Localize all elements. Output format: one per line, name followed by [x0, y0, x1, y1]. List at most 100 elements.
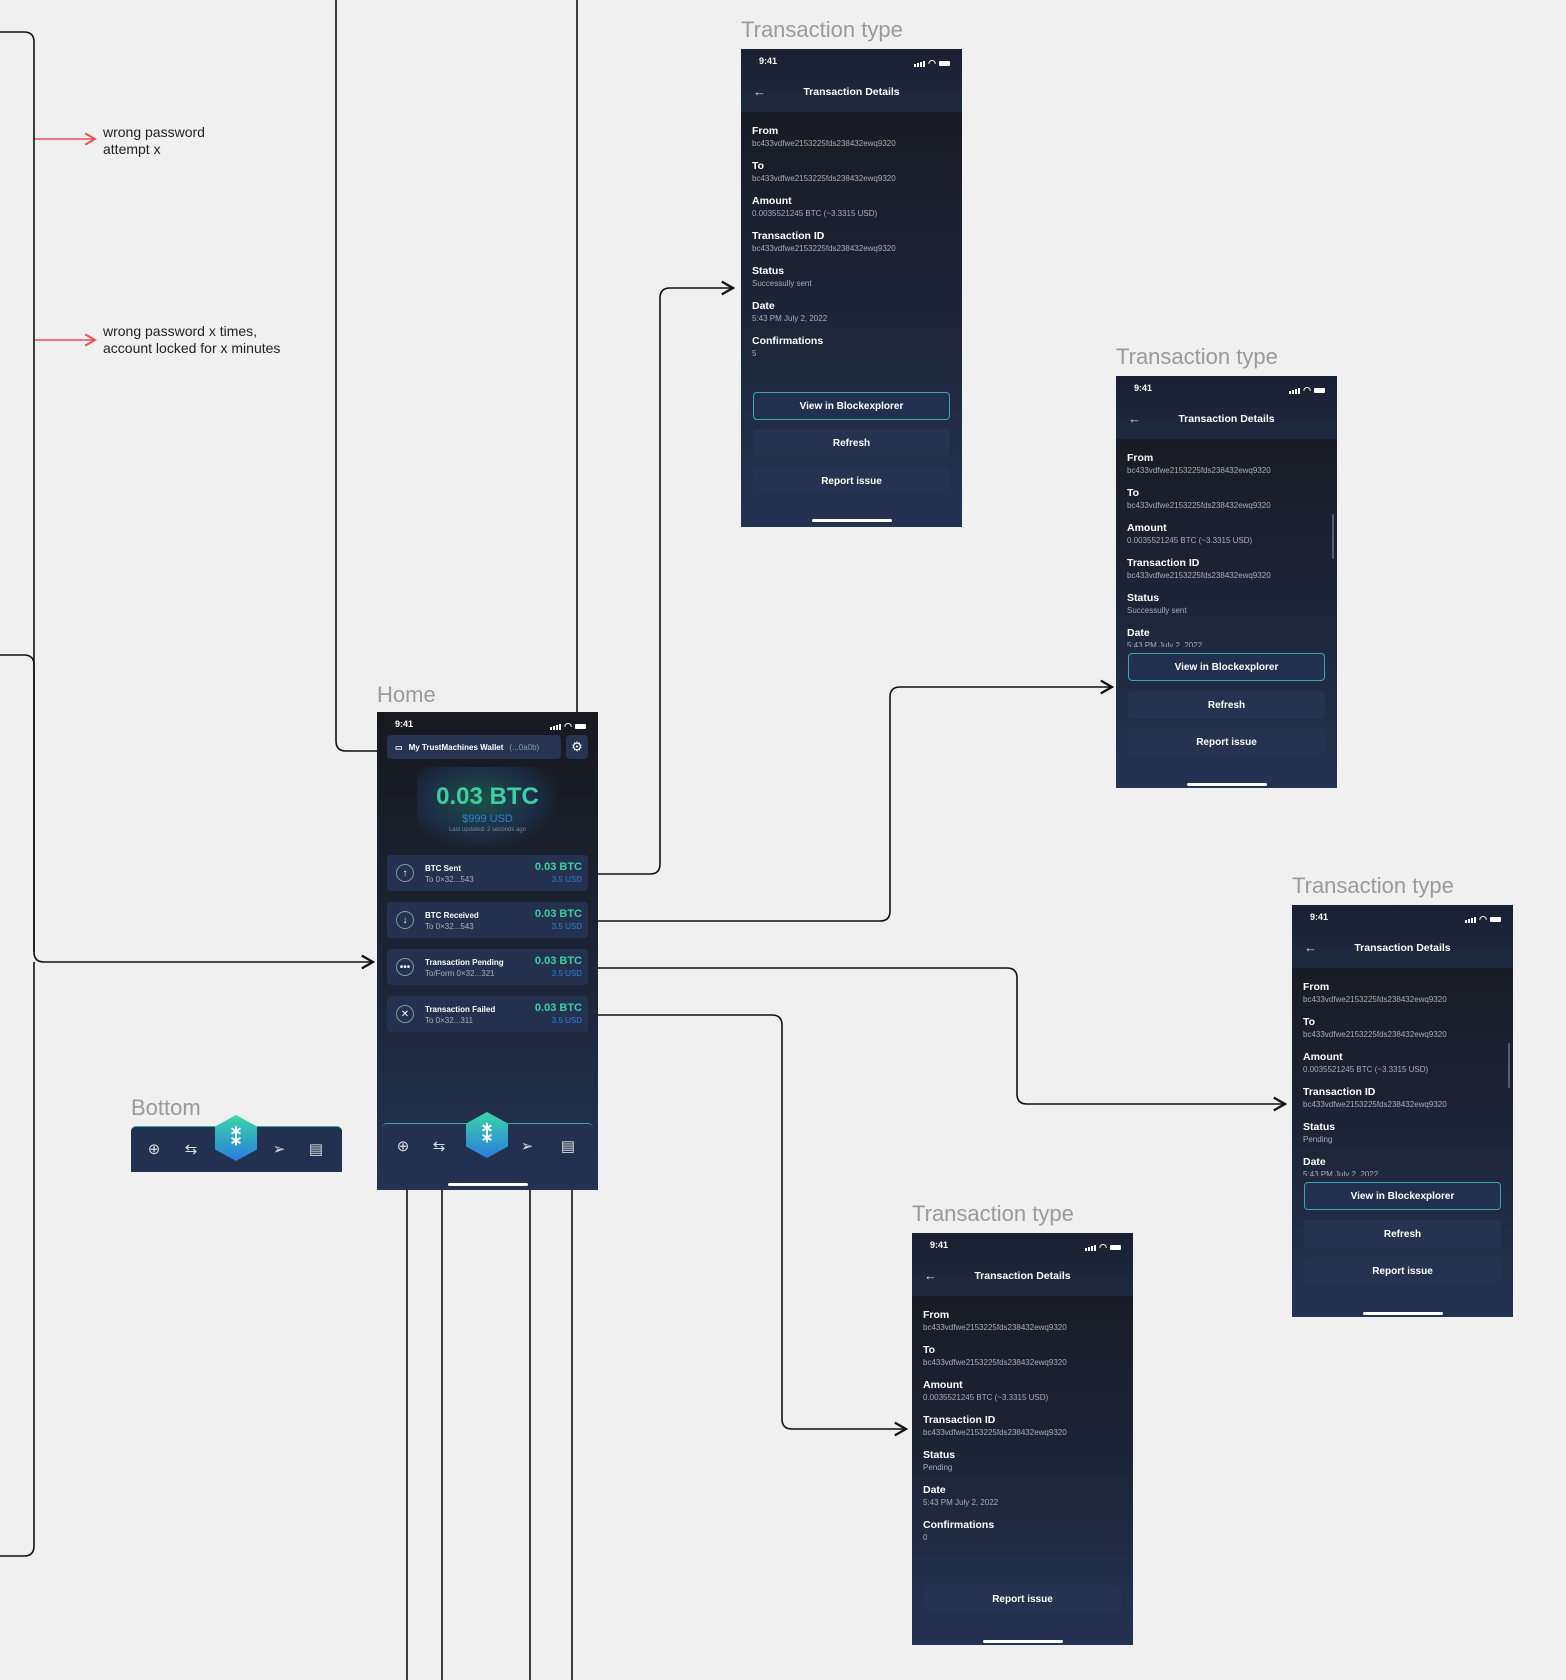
signal-wifi-battery-icon: ◠	[550, 721, 586, 732]
wallet-selector[interactable]: ▭My TrustMachines Wallet(...0a0b)	[387, 735, 561, 759]
screen-title: Transaction Details	[1354, 942, 1451, 954]
frame-label-transaction-type: Transaction type	[741, 17, 903, 42]
field-value: bc433vdfwe2153225fds238432ewq9320	[1127, 571, 1271, 580]
field-label: Date	[923, 1484, 946, 1496]
report-issue-button[interactable]: Report issue	[1128, 728, 1325, 756]
back-arrow-icon[interactable]: ←	[924, 1268, 937, 1283]
screen-header: ← Transaction Details	[1116, 376, 1337, 439]
field-label: Amount	[752, 195, 792, 207]
field-value: 5:43 PM July 2, 2022	[1127, 641, 1203, 647]
transaction-address: To 0×32...543	[425, 875, 474, 884]
transaction-amount: 0.03 BTC	[534, 955, 582, 967]
transaction-amount: 0.03 BTC	[534, 908, 582, 920]
field-value: bc433vdfwe2153225fds238432ewq9320	[752, 139, 896, 148]
status-time: 9:41	[1134, 383, 1153, 393]
signal-wifi-battery-icon: ◠	[1289, 385, 1325, 396]
field-value: bc433vdfwe2153225fds238432ewq9320	[923, 1428, 1067, 1437]
globe-icon[interactable]: ⊕	[147, 1141, 161, 1158]
settings-gear-icon[interactable]: ⚙	[566, 735, 588, 759]
transaction-address: To 0×32...543	[425, 922, 474, 931]
detail-field: Transaction ID bc433vdfwe2153225fds238432…	[923, 1412, 1123, 1447]
view-in-blockexplorer-button[interactable]: View in Blockexplorer	[1304, 1182, 1501, 1210]
globe-icon[interactable]: ⊕	[396, 1138, 410, 1155]
inbox-icon[interactable]: ▤	[308, 1141, 324, 1158]
back-arrow-icon[interactable]: ←	[753, 84, 766, 99]
field-label: From	[752, 125, 779, 137]
field-label: Amount	[1303, 1051, 1343, 1063]
inbox-icon[interactable]: ▤	[560, 1138, 576, 1155]
field-label: Confirmations	[923, 1519, 995, 1531]
field-label: From	[923, 1309, 950, 1321]
frame-label-transaction-type: Transaction type	[1292, 873, 1454, 898]
note-wrong-password: wrong password attempt x	[103, 124, 205, 157]
field-value: bc433vdfwe2153225fds238432ewq9320	[1127, 466, 1271, 475]
bottom-nav-component: ⊕ ⇆ ⁑ ➢ ▤	[131, 1115, 342, 1172]
field-label: Transaction ID	[923, 1414, 996, 1426]
screen-header: ←Transaction Details	[741, 49, 962, 112]
status-time: 9:41	[759, 56, 778, 66]
swap-icon[interactable]: ⇆	[184, 1141, 198, 1158]
arrow-up-icon: ↑	[396, 864, 414, 882]
field-label: To	[923, 1344, 936, 1356]
balance-btc: 0.03 BTC	[436, 783, 539, 810]
view-in-blockexplorer-button[interactable]: View in Blockexplorer	[753, 392, 950, 420]
transaction-usd: 3.5 USD	[551, 875, 582, 884]
scrollbar[interactable]	[1332, 514, 1334, 559]
report-issue-button[interactable]: Report issue	[924, 1585, 1121, 1613]
refresh-button[interactable]: Refresh	[753, 429, 950, 457]
back-arrow-icon[interactable]: ←	[1128, 411, 1141, 426]
last-updated: Last updated: 2 seconds ago	[448, 827, 527, 833]
stacks-logo-icon[interactable]: ⁑	[466, 1112, 508, 1158]
field-value: 0.0035521245 BTC (~3.3315 USD)	[1127, 536, 1253, 545]
field-value: 5	[752, 349, 757, 358]
frame-label-home: Home	[377, 682, 436, 707]
field-value: bc433vdfwe2153225fds238432ewq9320	[1303, 1030, 1447, 1039]
screen-title: Transaction Details	[974, 1270, 1071, 1282]
field-label: Status	[752, 265, 785, 277]
transaction-title: BTC Sent	[425, 864, 461, 873]
field-label: Amount	[923, 1379, 963, 1391]
status-bar: 9:41◠	[912, 1240, 1133, 1254]
view-in-blockexplorer-button[interactable]: View in Blockexplorer	[1128, 653, 1325, 681]
status-time: 9:41	[1310, 912, 1329, 922]
send-icon[interactable]: ➢	[520, 1138, 534, 1155]
x-icon: ✕	[396, 1005, 414, 1023]
home-indicator	[447, 1183, 528, 1186]
scrollbar[interactable]	[1508, 1043, 1510, 1088]
field-label: Date	[752, 300, 775, 312]
screen-title: Transaction Details	[1178, 413, 1275, 425]
send-icon[interactable]: ➢	[272, 1141, 286, 1158]
note-account-locked: wrong password x times, account locked f…	[103, 323, 281, 356]
transaction-title: BTC Received	[425, 911, 479, 920]
back-arrow-icon[interactable]: ←	[1304, 940, 1317, 955]
report-issue-button[interactable]: Report issue	[1304, 1257, 1501, 1285]
refresh-button[interactable]: Refresh	[1128, 691, 1325, 719]
field-value: bc433vdfwe2153225fds238432ewq9320	[923, 1323, 1067, 1332]
swap-icon[interactable]: ⇆	[432, 1138, 446, 1155]
field-label: From	[1303, 981, 1330, 993]
bottom-nav: ⊕ ⇆ ⁑ ➢ ▤	[382, 1112, 593, 1173]
status-time: 9:41	[395, 719, 414, 729]
refresh-button[interactable]: Refresh	[1304, 1220, 1501, 1248]
field-value: bc433vdfwe2153225fds238432ewq9320	[1127, 501, 1271, 510]
report-issue-button[interactable]: Report issue	[753, 467, 950, 495]
field-value: 5:43 PM July 2, 2022	[752, 314, 828, 323]
